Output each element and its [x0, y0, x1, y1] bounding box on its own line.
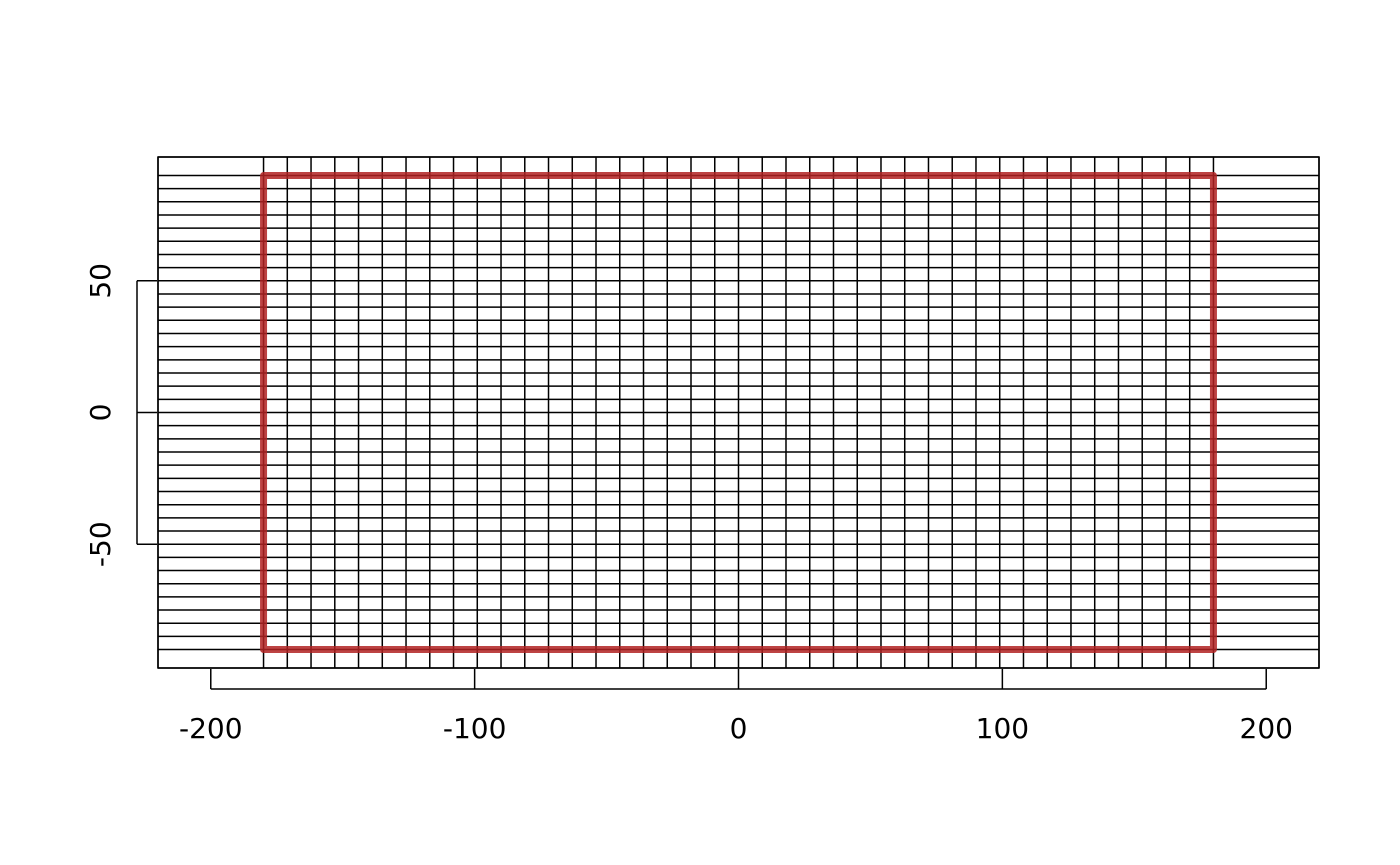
x-tick-label-2: 0: [730, 712, 748, 745]
x-tick-label-1: -100: [443, 712, 507, 745]
y-axis: -50 0 50: [84, 263, 157, 567]
x-tick-label-4: 200: [1240, 712, 1293, 745]
x-tick-label-3: 100: [976, 712, 1029, 745]
extent-outline: [260, 171, 1217, 654]
y-tick-label-2: 50: [84, 263, 117, 299]
y-tick-label-1: 0: [84, 404, 117, 422]
grid-lines: [157, 156, 1320, 669]
x-tick-label-0: -200: [179, 712, 243, 745]
y-tick-label-0: -50: [84, 521, 117, 567]
plot-box: [157, 156, 1320, 669]
x-axis: -200 -100 0 100 200: [179, 669, 1293, 745]
